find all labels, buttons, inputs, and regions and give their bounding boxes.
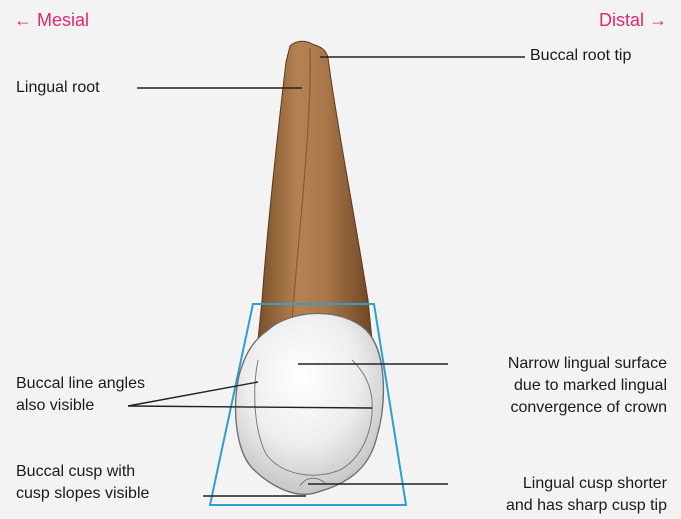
buccal-line-angles-label-line2: also visible xyxy=(16,396,94,416)
distal-direction-label: Distal → xyxy=(599,10,667,30)
lingual-root-shape xyxy=(258,41,372,340)
lingual-cusp-label-line1: Lingual cusp shorter xyxy=(523,474,667,494)
buccal-line-angles-label-line1: Buccal line angles xyxy=(16,374,145,394)
lingual-cusp-label-line2: and has sharp cusp tip xyxy=(506,496,667,516)
narrow-lingual-label-line2: due to marked lingual xyxy=(514,376,667,396)
buccal-cusp-label-line1: Buccal cusp with xyxy=(16,462,135,482)
buccal-root-tip-label: Buccal root tip xyxy=(530,46,631,66)
buccal-cusp-label-line2: cusp slopes visible xyxy=(16,484,149,504)
mesial-direction-label: ← Mesial xyxy=(14,10,89,30)
narrow-lingual-label-line3: convergence of crown xyxy=(510,398,667,418)
crown-shape xyxy=(236,313,384,494)
lingual-root-label: Lingual root xyxy=(16,78,100,98)
narrow-lingual-label-line1: Narrow lingual surface xyxy=(508,354,667,374)
